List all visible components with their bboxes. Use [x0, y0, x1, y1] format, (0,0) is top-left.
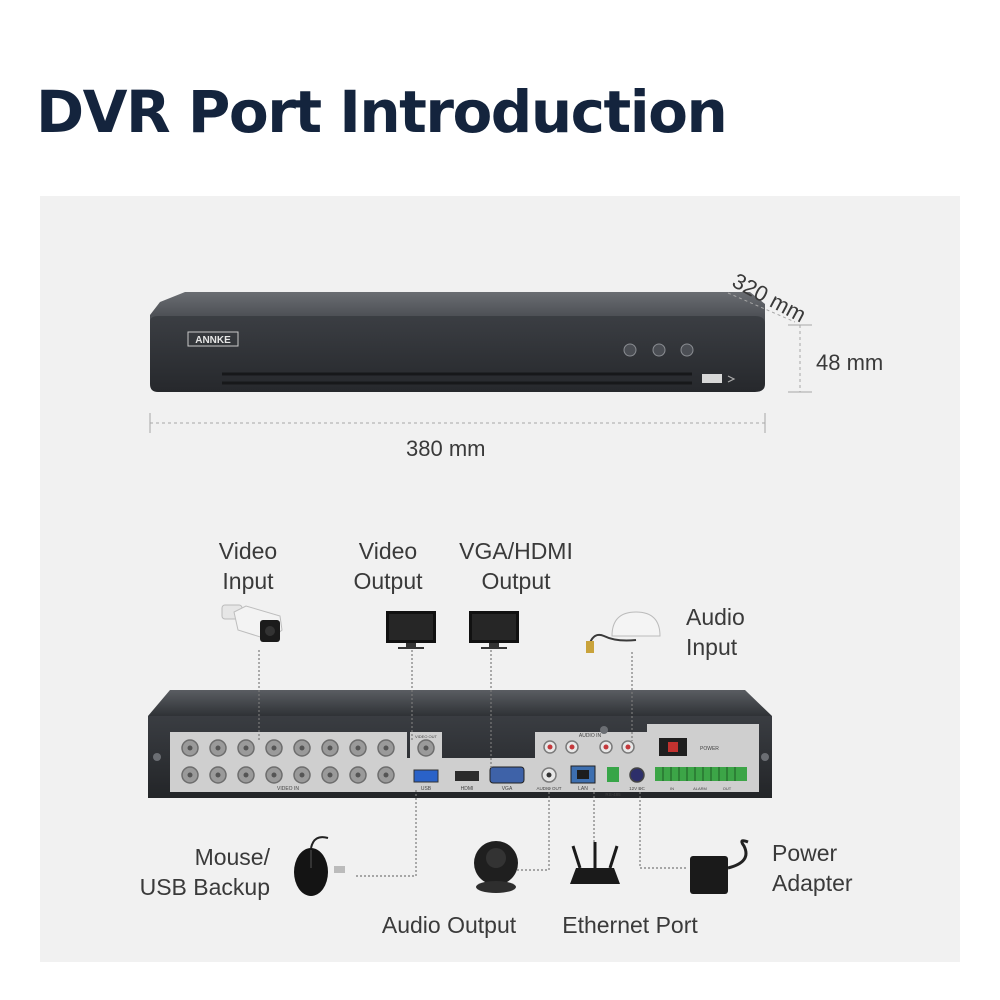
alarm-label: ALARM: [693, 786, 707, 791]
dvr-rear-view: VIDEO IN VIDEO OUT USB HDMI VGA AUDIO IN…: [148, 690, 772, 798]
alarm-in-label: IN: [670, 786, 674, 791]
camera-icon: [221, 604, 283, 642]
vga-label: VGA: [502, 786, 513, 792]
power-adapter-icon: [690, 839, 749, 894]
monitor-icon-video: [386, 611, 436, 649]
audio-output-label: Audio Output: [381, 912, 517, 938]
alarm-out-label: OUT: [723, 786, 732, 791]
height-dimension: 48 mm: [816, 350, 884, 375]
power-label: POWER: [700, 746, 719, 752]
brand-logo: ANNKE: [195, 335, 231, 346]
ethernet-port-label: Ethernet Port: [562, 912, 698, 938]
width-dimension: 380 mm: [406, 436, 486, 461]
dvr-front-view: ANNKE: [150, 292, 765, 392]
dimension-lines: [150, 292, 801, 424]
monitor-icon-vga: [469, 611, 519, 649]
usb-label: USB: [421, 786, 432, 792]
connector-lines: [258, 650, 688, 877]
speaker-icon: [474, 841, 518, 893]
hdmi-label: HDMI: [461, 786, 474, 792]
rs485-label: RS-485: [605, 792, 621, 797]
audio-in-label: AUDIO IN: [579, 733, 602, 739]
router-icon: [570, 842, 620, 884]
video-out-label: VIDEO OUT: [415, 734, 438, 739]
mouse-icon: [294, 836, 345, 896]
page-title: DVR Port Introduction: [36, 78, 728, 146]
video-in-label: VIDEO IN: [277, 786, 299, 792]
lan-label: LAN: [578, 786, 588, 792]
microphone-icon: [586, 611, 661, 653]
mouse-usb-label: Mouse/USB Backup: [139, 844, 270, 900]
dc-label: 12V DC: [629, 786, 646, 791]
